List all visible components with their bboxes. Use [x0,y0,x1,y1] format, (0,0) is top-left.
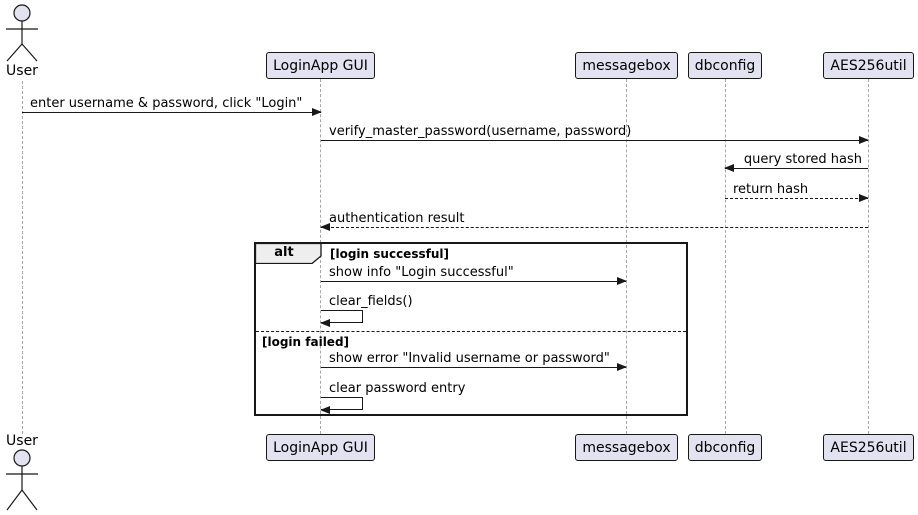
actor-icon [6,4,38,62]
lifeline-user [22,81,23,434]
arrowhead-right-icon [312,108,322,116]
message-line [321,363,627,371]
message-enter-credentials: enter username & password, click "Login" [22,96,322,116]
message-query-stored-hash: query stored hash [724,152,868,172]
participant-loginapp-gui-bottom: LoginApp GUI [266,434,375,461]
actor-icon [6,449,38,511]
arrowhead-left-icon [320,319,330,327]
message-show-info-success: show info "Login successful" [321,265,627,285]
message-label: clear password entry [329,381,466,396]
participant-dbconfig-bottom: dbconfig [688,434,762,461]
arrowhead-right-icon [859,136,869,144]
message-label: return hash [733,182,809,197]
message-label: authentication result [329,211,465,226]
message-line [724,164,868,172]
lifeline-aes256util [868,79,869,434]
fragment-divider [256,331,686,332]
guard-login-successful: [login successful] [330,247,449,261]
actor-user-label-bottom: User [6,433,38,449]
message-line [321,136,869,144]
alt-operator-label: alt [274,245,294,260]
participant-messagebox-top: messagebox [575,52,678,79]
message-line [22,108,322,116]
message-return-hash: return hash [725,182,869,202]
arrowhead-left-icon [320,223,330,231]
arrowhead-right-icon [859,194,869,202]
lifeline-dbconfig [725,79,726,434]
participant-dbconfig-top: dbconfig [688,52,762,79]
message-label: verify_master_password(username, passwor… [329,124,632,139]
participant-messagebox-bottom: messagebox [575,434,678,461]
message-label: clear_fields() [329,294,413,309]
message-show-error-invalid: show error "Invalid username or password… [321,351,627,371]
message-label: query stored hash [743,152,862,167]
guard-login-failed: [login failed] [262,335,350,349]
fragment-alt: alt [login successful] [login failed] [254,242,688,416]
message-label: show info "Login successful" [329,265,514,280]
participant-aes256util-top: AES256util [823,52,914,79]
participant-loginapp-gui-top: LoginApp GUI [266,52,375,79]
message-verify-master-password: verify_master_password(username, passwor… [321,124,869,144]
message-label: enter username & password, click "Login" [30,96,303,111]
self-message-loop [320,310,363,327]
lifeline-messagebox [626,79,627,434]
message-line [320,223,868,231]
self-message-loop [320,397,363,414]
arrowhead-right-icon [617,363,627,371]
arrowhead-left-icon [320,406,330,414]
message-clear-fields: clear_fields() [320,294,413,327]
arrowhead-left-icon [724,164,734,172]
message-line [321,277,627,285]
message-authentication-result: authentication result [320,211,868,231]
arrowhead-right-icon [617,277,627,285]
alt-operator-tab [255,243,322,264]
message-line [725,194,869,202]
message-label: show error "Invalid username or password… [329,351,610,366]
participant-aes256util-bottom: AES256util [823,434,914,461]
actor-user-label: User [6,63,38,79]
message-clear-password-entry: clear password entry [320,381,466,414]
